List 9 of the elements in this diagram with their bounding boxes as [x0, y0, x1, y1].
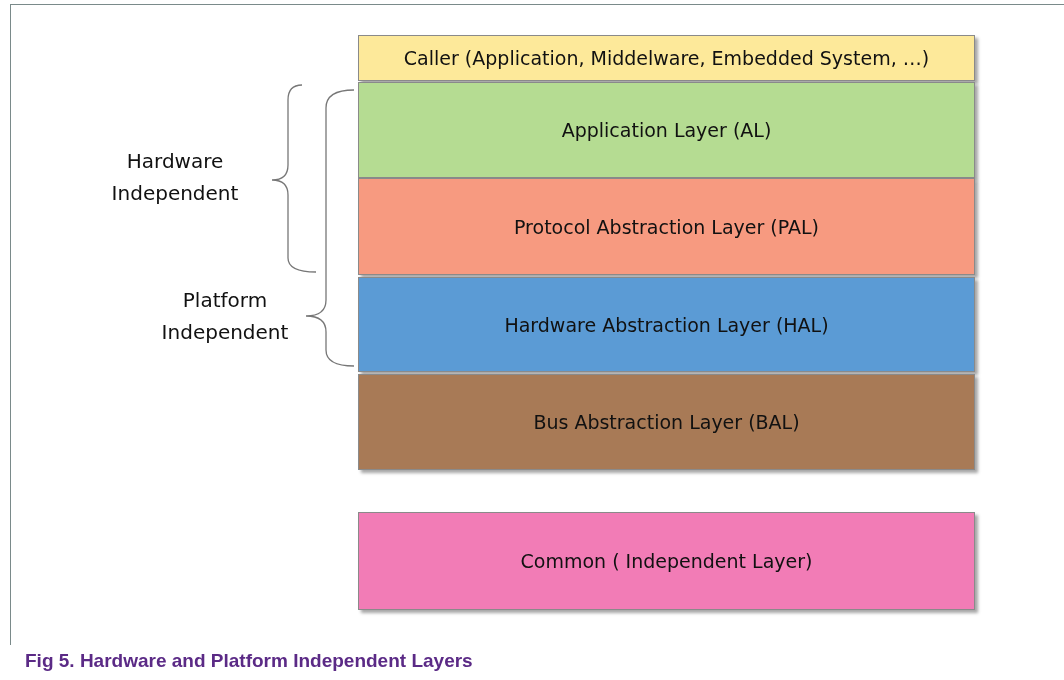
layer-box: Protocol Abstraction Layer (PAL): [358, 178, 975, 275]
layer-box: Hardware Abstraction Layer (HAL): [358, 277, 975, 372]
bracket-label: Hardware Independent: [110, 148, 240, 207]
figure-caption: Fig 5. Hardware and Platform Independent Layers: [25, 650, 473, 672]
layer-box: Bus Abstraction Layer (BAL): [358, 374, 975, 470]
layer-box: Caller (Application, Middelware, Embedded System, …): [358, 35, 975, 81]
bracket-label: Platform Independent: [160, 287, 290, 346]
layer-box: Common ( Independent Layer): [358, 512, 975, 610]
layer-box: Application Layer (AL): [358, 82, 975, 178]
